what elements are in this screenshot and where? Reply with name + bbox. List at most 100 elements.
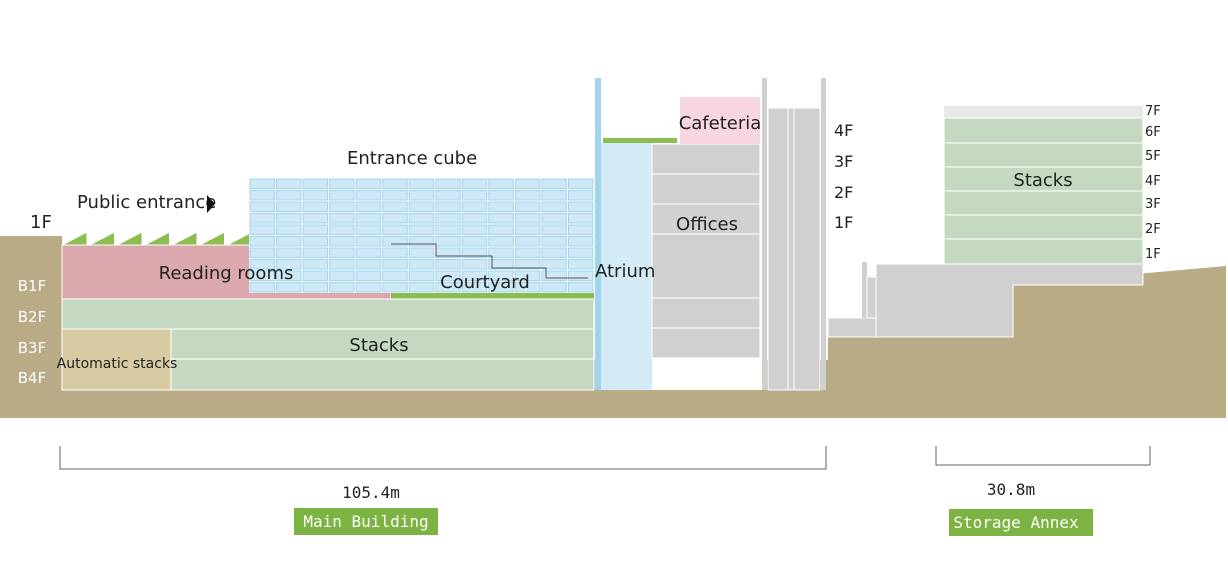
glass-panel: [276, 259, 302, 270]
glass-panel: [382, 270, 408, 281]
glass-panel: [329, 224, 355, 235]
main-dimension-label: 105.4m: [342, 483, 400, 502]
glass-panel: [541, 259, 567, 270]
leader-line-courtyard: [491, 256, 588, 279]
glass-panel: [302, 259, 329, 270]
glass-panel: [408, 259, 435, 270]
glass-panel: [276, 224, 302, 235]
glass-panel: [514, 213, 541, 224]
annex-floor-5f: 5F: [1145, 149, 1161, 164]
glass-panel: [329, 178, 355, 189]
floor-label-2f: 2F: [834, 183, 853, 202]
glass-panel: [355, 201, 382, 212]
glass-panel: [382, 259, 408, 270]
annex-floor-6f: 6F: [1145, 125, 1161, 140]
glass-panel: [514, 282, 541, 293]
glass-panel: [355, 247, 382, 258]
glass-panel: [249, 190, 275, 201]
glass-panel: [435, 178, 461, 189]
glass-panel: [435, 259, 461, 270]
glass-panel: [514, 178, 541, 189]
glass-panel: [488, 178, 514, 189]
glass-panel: [276, 213, 302, 224]
glass-panel: [435, 282, 461, 293]
annex-7f: [944, 106, 1143, 118]
reading-rooms-label: Reading rooms: [159, 263, 294, 284]
glass-panel: [276, 236, 302, 247]
glass-panel: [302, 282, 329, 293]
glass-panel: [276, 270, 302, 281]
office-floor: [651, 327, 761, 359]
glass-panel: [435, 201, 461, 212]
courtyard-label: Courtyard: [440, 272, 530, 293]
glass-panel: [249, 270, 275, 281]
glass-panel: [302, 270, 329, 281]
roof-tooth: [89, 231, 115, 246]
glass-panel: [382, 201, 408, 212]
leader-line-reading: [391, 243, 492, 257]
glass-panel: [302, 178, 329, 189]
storage-annex-tag-label: Storage Annex: [953, 513, 1079, 532]
glass-panel: [302, 201, 329, 212]
annex-stacks-label: Stacks: [1013, 170, 1072, 191]
core-shaft-2: [787, 107, 795, 391]
roof-tooth: [199, 231, 225, 246]
glass-panel: [435, 224, 461, 235]
glass-panel: [408, 247, 435, 258]
core-shaft-3: [793, 107, 821, 391]
glass-panel: [276, 201, 302, 212]
glass-panel: [249, 259, 275, 270]
glass-panel: [329, 213, 355, 224]
cafeteria-label: Cafeteria: [679, 113, 762, 134]
annex-dimension-bracket: [935, 446, 1151, 466]
glass-panel: [382, 247, 408, 258]
glass-panel: [276, 190, 302, 201]
glass-panel: [408, 270, 435, 281]
glass-panel: [302, 213, 329, 224]
annex-floor-3f: 3F: [1145, 197, 1161, 212]
atrium-pole: [595, 78, 601, 390]
glass-panel: [355, 190, 382, 201]
glass-panel: [461, 259, 488, 270]
annex-dimension-label: 30.8m: [987, 480, 1035, 499]
glass-panel: [329, 259, 355, 270]
glass-panel: [249, 247, 275, 258]
floor-label-4f: 4F: [834, 121, 853, 140]
ground-floor-label: 1F: [30, 212, 52, 233]
glass-panel: [355, 270, 382, 281]
glass-panel: [541, 270, 567, 281]
automatic-stacks-block: [61, 328, 172, 391]
glass-panel: [249, 201, 275, 212]
annex-pit-rail: [862, 262, 867, 318]
main-building-tag: [294, 508, 438, 535]
glass-panel: [488, 270, 514, 281]
office-floor: [651, 233, 761, 299]
glass-panel: [488, 201, 514, 212]
glass-panel: [461, 282, 488, 293]
annex-floor-7f: 7F: [1145, 104, 1161, 119]
glass-panel: [541, 213, 567, 224]
atrium-roof-green: [603, 138, 677, 143]
glass-panel: [408, 201, 435, 212]
glass-panel: [355, 236, 382, 247]
main-dimension-bracket: [59, 446, 827, 470]
glass-panel: [514, 201, 541, 212]
core-shaft-1: [767, 107, 789, 391]
glass-panel: [541, 178, 567, 189]
roof-tooth: [144, 231, 170, 246]
glass-panel: [541, 282, 567, 293]
annex-floor: [943, 214, 1144, 240]
glass-panel: [514, 259, 541, 270]
glass-panel: [355, 282, 382, 293]
b2f-stacks: [61, 298, 595, 330]
glass-panel: [355, 224, 382, 235]
glass-panel: [568, 190, 594, 201]
glass-panel: [488, 213, 514, 224]
office-floor: [651, 173, 761, 205]
glass-panel: [514, 236, 541, 247]
glass-panel: [408, 282, 435, 293]
glass-panel: [568, 178, 594, 189]
glass-panel: [461, 224, 488, 235]
glass-panel: [329, 190, 355, 201]
